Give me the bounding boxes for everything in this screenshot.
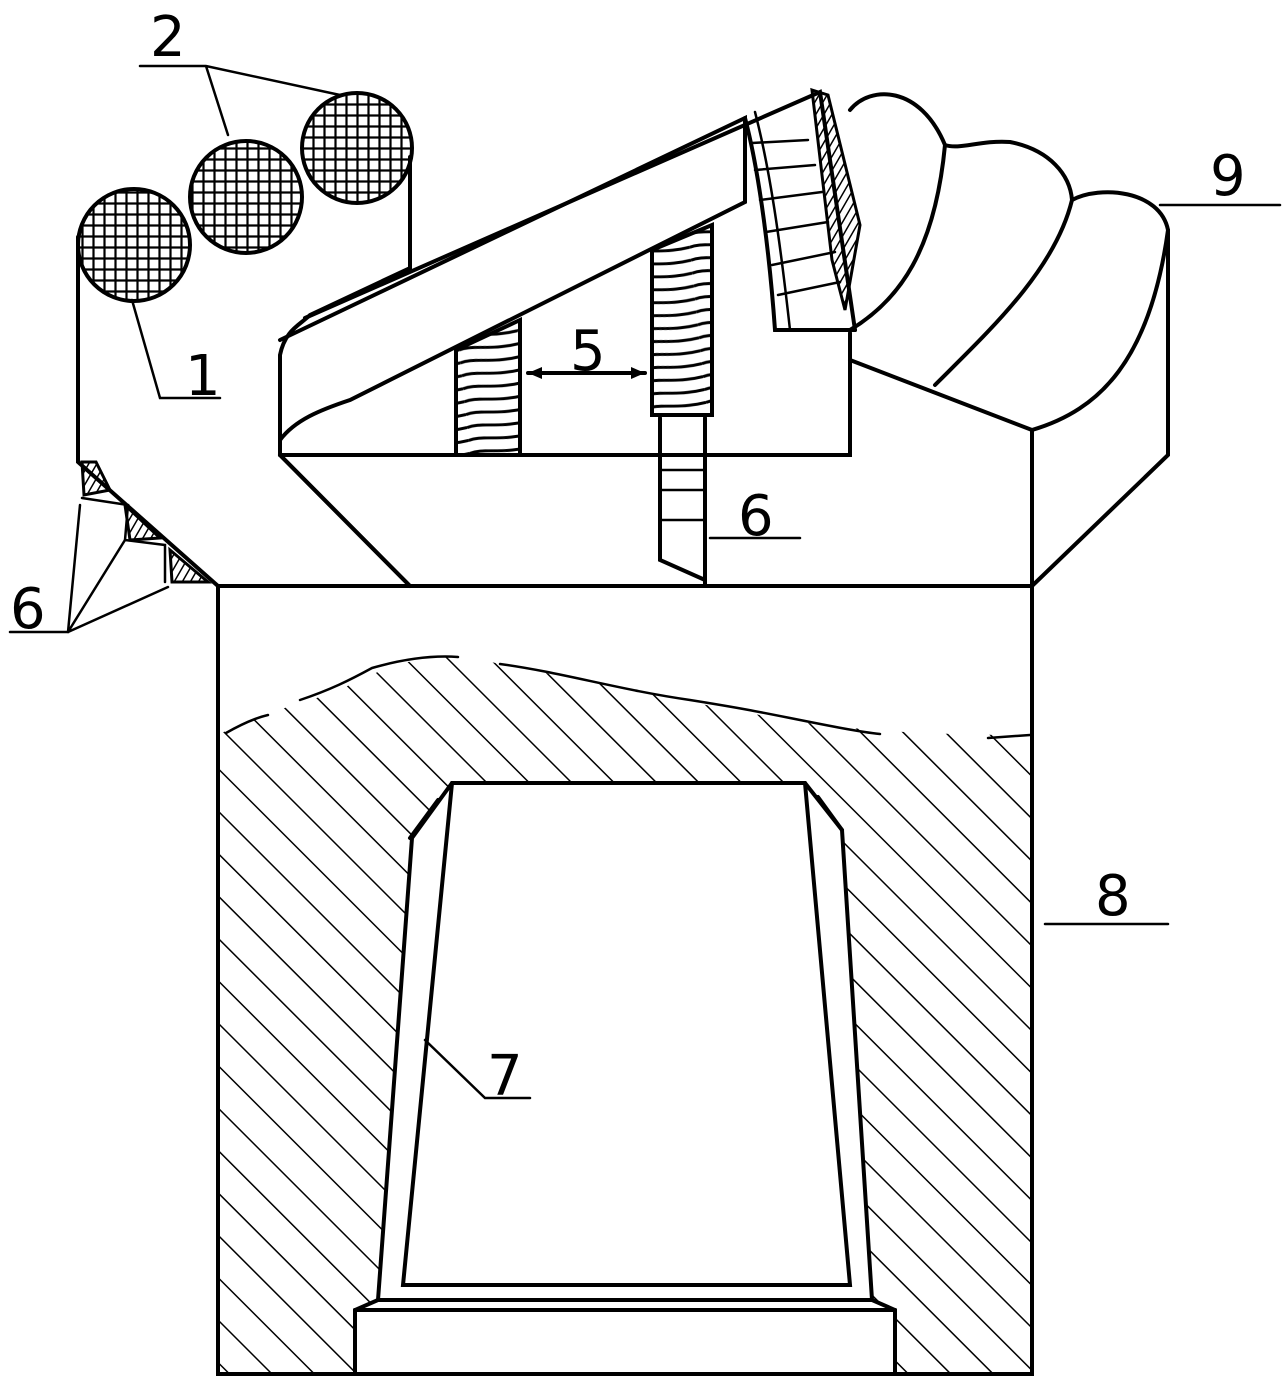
cap-lobes	[848, 92, 1170, 591]
inclined-arm	[278, 114, 747, 457]
label-cutter-tooth: 1	[185, 344, 221, 409]
support-block	[454, 222, 714, 457]
cutter-row	[76, 91, 414, 303]
cutter-tooth-2	[188, 139, 304, 255]
cutter-tooth-3	[300, 91, 414, 205]
left-wear-inserts	[80, 460, 213, 584]
label-inner-cavity: 7	[487, 1044, 523, 1109]
cutter-tooth-1	[76, 187, 192, 303]
leader-lines	[8, 64, 1282, 1100]
bit-body-section	[218, 655, 1032, 1374]
cavity-chamfer	[408, 795, 844, 840]
section-break-line	[224, 655, 1032, 740]
bit-head	[76, 87, 1170, 591]
tooth-cap	[743, 87, 1170, 591]
labels: 2 1 5 9 6 6 8 7	[10, 5, 1246, 1109]
label-support-block: 5	[570, 319, 606, 384]
cavity-taper-inner	[400, 781, 853, 1287]
label-wear-insert-left: 6	[10, 577, 46, 642]
right-wear-insert	[278, 416, 707, 588]
label-tooth-cap: 9	[1210, 144, 1246, 209]
bit-body	[216, 584, 1034, 1376]
label-wear-insert-right: 6	[738, 484, 774, 549]
inner-cavity	[353, 781, 897, 1376]
label-bit-body: 8	[1095, 864, 1131, 929]
label-cutter-row: 2	[150, 5, 186, 70]
